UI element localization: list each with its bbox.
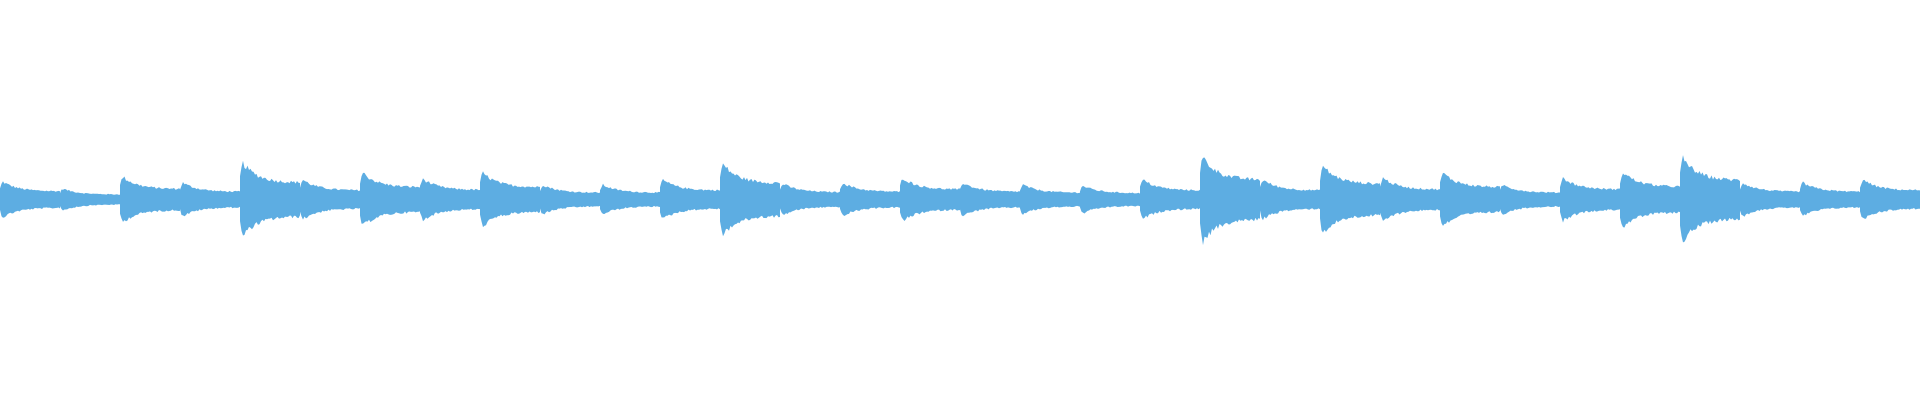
note-envelope	[780, 184, 840, 215]
note-envelope	[960, 184, 1020, 217]
note-envelope	[660, 178, 720, 218]
note-envelope	[300, 180, 360, 220]
note-envelope	[180, 182, 240, 217]
note-envelope	[720, 163, 780, 237]
note-envelope	[1680, 155, 1740, 243]
note-envelope	[900, 179, 960, 221]
note-envelope	[480, 171, 540, 228]
note-envelope	[1260, 180, 1320, 221]
note-envelope	[1740, 183, 1800, 217]
note-envelope	[540, 185, 600, 215]
note-envelope	[600, 183, 660, 214]
note-envelope	[1440, 172, 1500, 226]
waveform-notes	[0, 155, 1920, 246]
note-envelope	[120, 176, 180, 222]
note-envelope	[1860, 179, 1920, 219]
note-envelope	[1020, 184, 1080, 215]
note-envelope	[840, 183, 900, 216]
note-envelope	[360, 172, 420, 224]
note-envelope	[1500, 185, 1560, 215]
note-envelope	[1560, 177, 1620, 223]
note-envelope	[1080, 185, 1140, 214]
note-envelope	[1140, 179, 1200, 219]
note-envelope	[1800, 181, 1860, 216]
note-envelope	[60, 189, 120, 211]
note-envelope	[1200, 157, 1260, 246]
note-envelope	[1620, 173, 1680, 228]
note-envelope	[420, 178, 480, 222]
note-envelope	[1380, 177, 1440, 221]
note-envelope	[1320, 165, 1380, 233]
note-envelope	[0, 181, 60, 218]
note-envelope	[240, 160, 300, 236]
